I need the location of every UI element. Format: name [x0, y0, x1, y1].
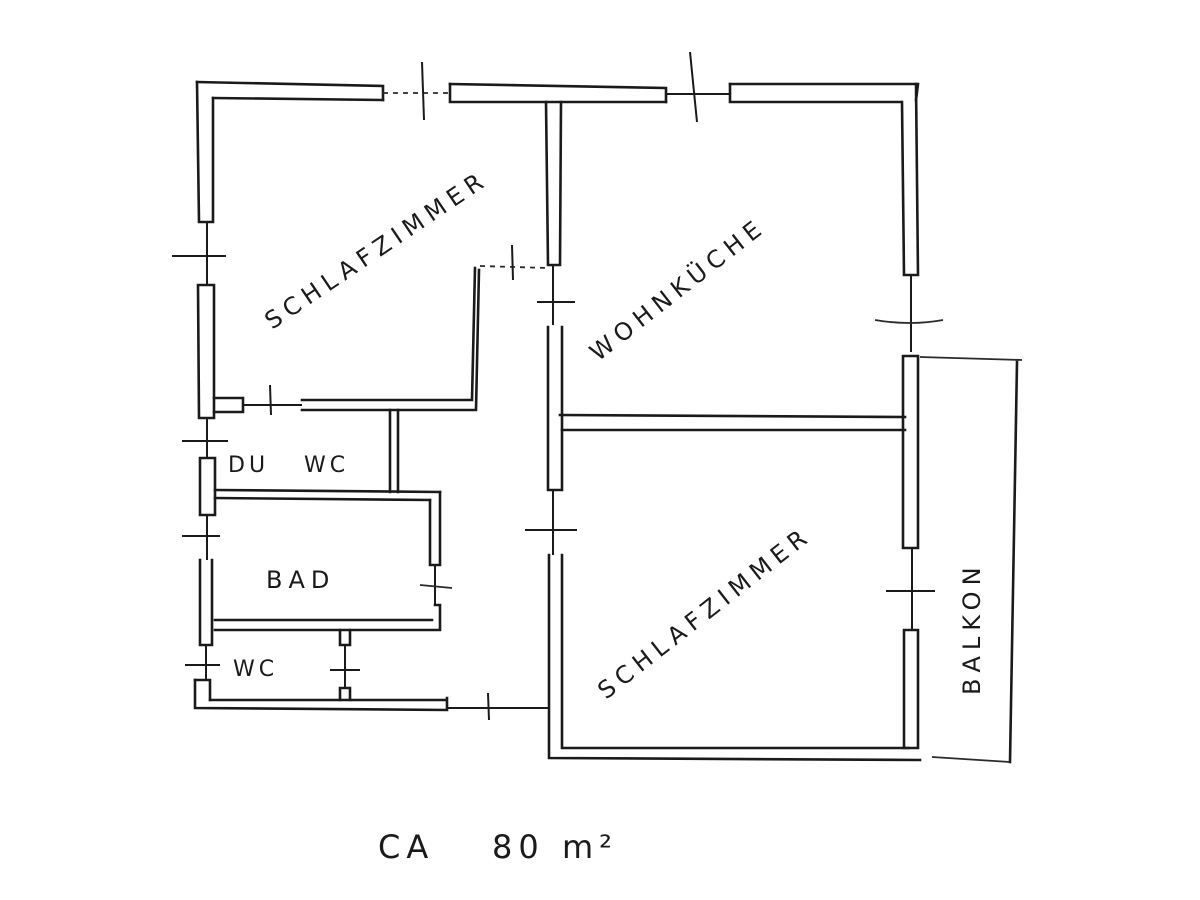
room-label-wc: WC: [233, 657, 278, 682]
room-label-shower: DU: [228, 453, 269, 478]
balcony-outline: [919, 356, 1023, 764]
top-wall: [195, 51, 920, 123]
room-divider-wall: [558, 413, 907, 432]
room-label-bedroom-1: SCHLAFZIMMER: [260, 165, 494, 335]
room-label-bedroom-2: SCHLAFZIMMER: [592, 521, 816, 705]
central-wall: [525, 100, 922, 762]
area-value: 80: [492, 828, 545, 866]
bathroom-walls: [213, 488, 453, 702]
area-unit: m²: [562, 828, 618, 866]
right-wall: [874, 82, 944, 750]
room-label-bathroom: BAD: [266, 566, 335, 594]
room-label-living-kitchen: WOHNKÜCHE: [584, 211, 771, 366]
area-prefix: CA: [378, 828, 434, 866]
bedroom-1-walls: [212, 244, 549, 494]
bottom-left-wall: [193, 678, 548, 721]
room-label-shower-wc: WC: [304, 453, 349, 478]
left-wall: [172, 80, 228, 702]
room-label-balcony: BALKON: [958, 561, 986, 695]
area-annotation: CA 80 m²: [378, 828, 618, 866]
